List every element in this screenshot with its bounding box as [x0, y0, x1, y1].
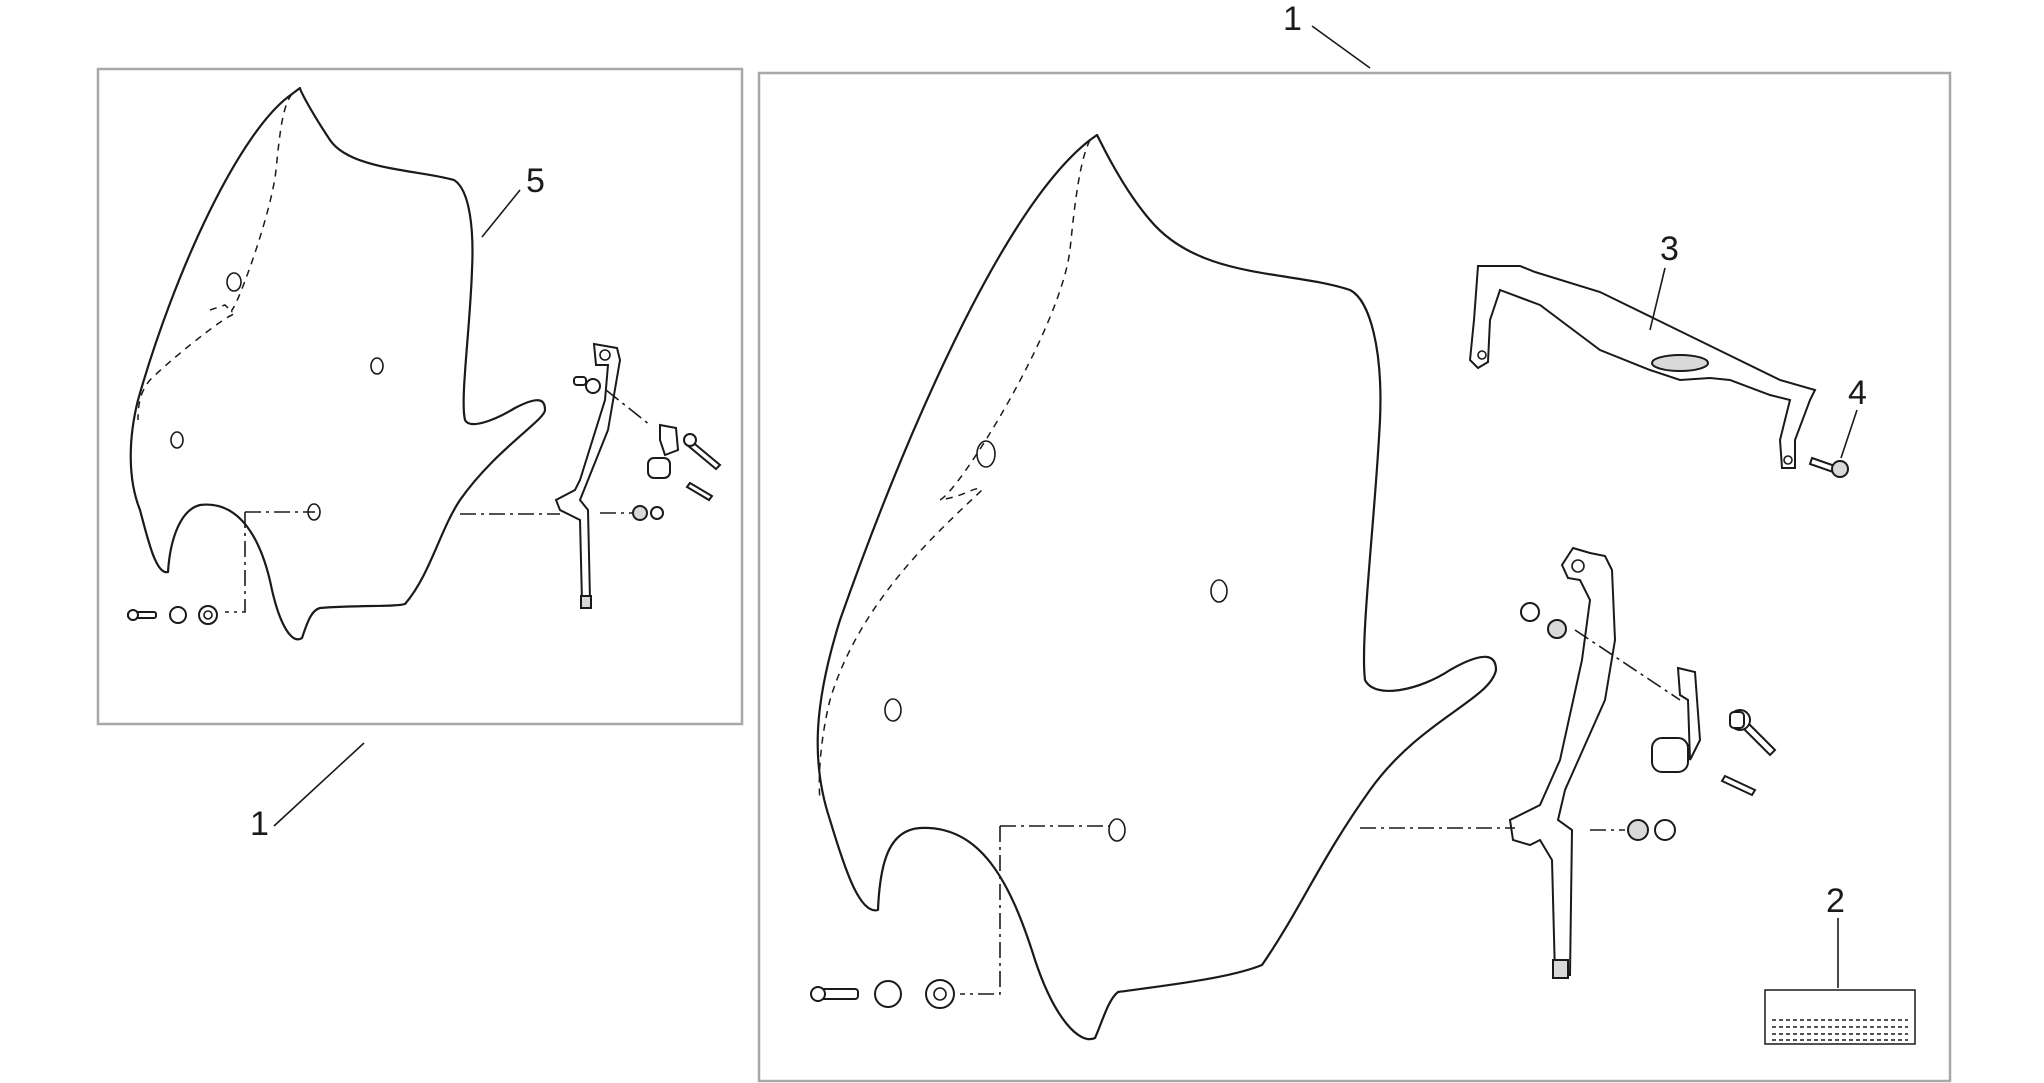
right-axis-line-2 — [960, 826, 1001, 995]
left-support-arm — [554, 342, 680, 609]
left-kit-fasteners — [127, 376, 722, 625]
callout-1-right: 1 — [1283, 0, 1302, 38]
screw-part-4 — [1808, 456, 1849, 478]
leader-3 — [1649, 267, 1666, 331]
right-kit-fasteners — [810, 602, 1777, 1009]
leader-1-left — [273, 742, 365, 827]
leader-1-right — [1311, 25, 1371, 69]
right-windscreen — [816, 133, 1498, 1041]
left-axis-line-5 — [605, 389, 651, 426]
handguard-bracket — [1468, 265, 1817, 469]
instruction-sticker — [1764, 989, 1916, 1045]
callout-5: 5 — [526, 162, 545, 200]
left-kit-frame — [96, 67, 744, 726]
right-kit-panel: 2 3 4 — [757, 71, 1952, 1083]
callout-3: 3 — [1660, 230, 1679, 268]
right-kit-frame — [757, 71, 1952, 1083]
leader-5 — [481, 189, 521, 238]
callout-2: 2 — [1826, 882, 1845, 920]
left-kit-panel: 5 — [96, 67, 744, 726]
right-support-arm — [1508, 546, 1702, 979]
left-windscreen — [129, 86, 547, 641]
callout-4: 4 — [1848, 374, 1867, 412]
leader-4 — [1840, 409, 1858, 459]
left-axis-line-2 — [225, 512, 246, 613]
right-axis-line-5 — [1574, 629, 1681, 701]
callout-1-left: 1 — [250, 805, 269, 843]
